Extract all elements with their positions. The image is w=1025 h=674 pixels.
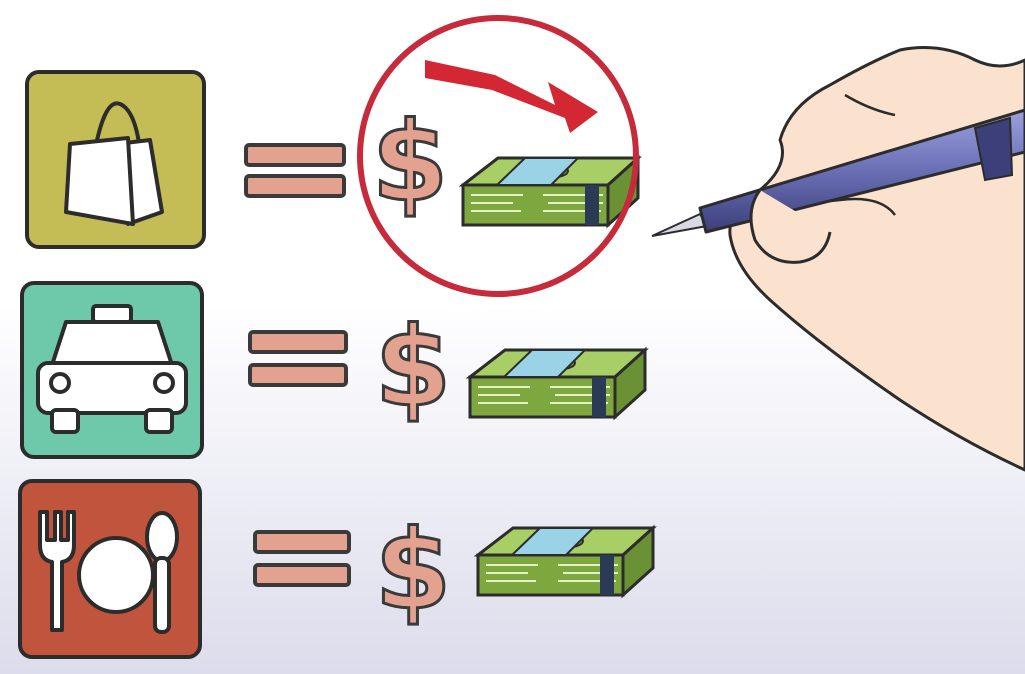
hand-with-pen bbox=[651, 46, 1025, 472]
cash-stack-icon bbox=[458, 154, 642, 229]
cash-stack-icon bbox=[465, 346, 649, 421]
taxi-car-icon bbox=[36, 304, 188, 434]
row-dining: $ bbox=[18, 479, 657, 659]
dollar-sign-icon: $ bbox=[370, 97, 450, 228]
dollar-sign-icon: $ bbox=[373, 302, 453, 433]
row-taxi: $ bbox=[20, 281, 649, 459]
equals-sign-icon bbox=[244, 143, 346, 198]
cash-stack-icon bbox=[473, 524, 657, 599]
svg-text:$: $ bbox=[375, 303, 452, 431]
shopping-bag-icon bbox=[64, 101, 164, 226]
pen-icon bbox=[651, 108, 1025, 237]
row-shopping: $ bbox=[25, 15, 642, 297]
dollar-sign-icon: $ bbox=[373, 505, 453, 636]
equals-sign-icon bbox=[248, 330, 348, 387]
equals-sign-icon bbox=[253, 530, 351, 587]
svg-text:$: $ bbox=[375, 506, 452, 634]
highlight-circle bbox=[357, 15, 639, 297]
trend-arrow-icon bbox=[425, 60, 598, 133]
svg-text:$: $ bbox=[372, 98, 449, 226]
fork-plate-spoon-icon bbox=[38, 510, 179, 634]
